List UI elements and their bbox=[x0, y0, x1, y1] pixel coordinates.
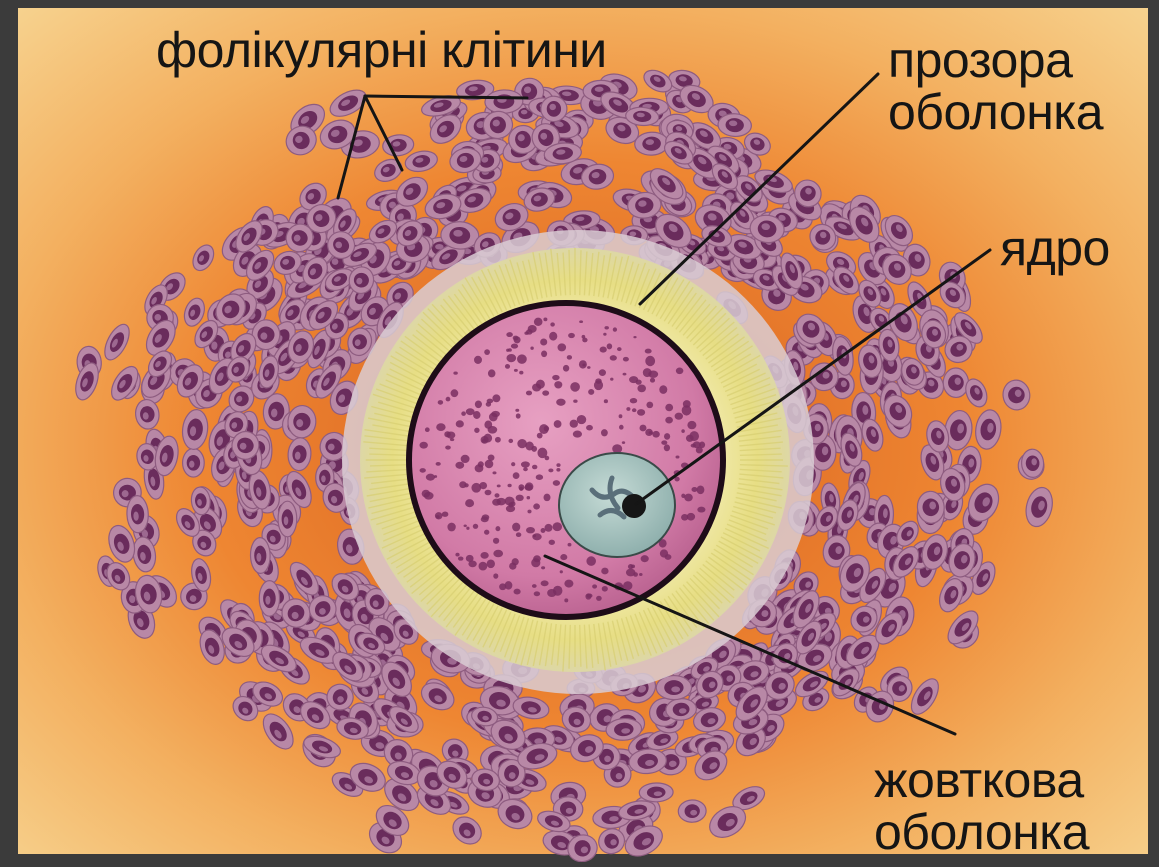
follicle-cell-icon bbox=[278, 501, 297, 537]
follicle-cell-icon bbox=[678, 799, 707, 823]
label-vitelline-line1: жовткова bbox=[874, 754, 1089, 806]
label-zona-pellucida: прозора оболонка bbox=[888, 34, 1103, 138]
label-zona-line2: оболонка bbox=[888, 86, 1103, 138]
leader-follicular-top bbox=[365, 96, 527, 98]
label-zona-line1: прозора bbox=[888, 34, 1103, 86]
follicle-cell-icon bbox=[250, 537, 270, 573]
follicle-cell-icon bbox=[183, 448, 205, 477]
follicle-cell-icon bbox=[540, 96, 567, 122]
follicle-cell-icon bbox=[943, 368, 969, 398]
oocyte-cytoplasm bbox=[409, 303, 723, 617]
follicle-cell-icon bbox=[639, 783, 673, 803]
follicle-cell-icon bbox=[259, 581, 279, 617]
label-vitelline-line2: оболонка bbox=[874, 806, 1089, 858]
label-vitelline-membrane: жовткова оболонка bbox=[874, 754, 1089, 858]
follicle-cell-icon bbox=[656, 676, 691, 700]
label-nucleus: ядро bbox=[1000, 222, 1110, 274]
label-follicular-cells: фолікулярні клітини bbox=[156, 24, 607, 76]
